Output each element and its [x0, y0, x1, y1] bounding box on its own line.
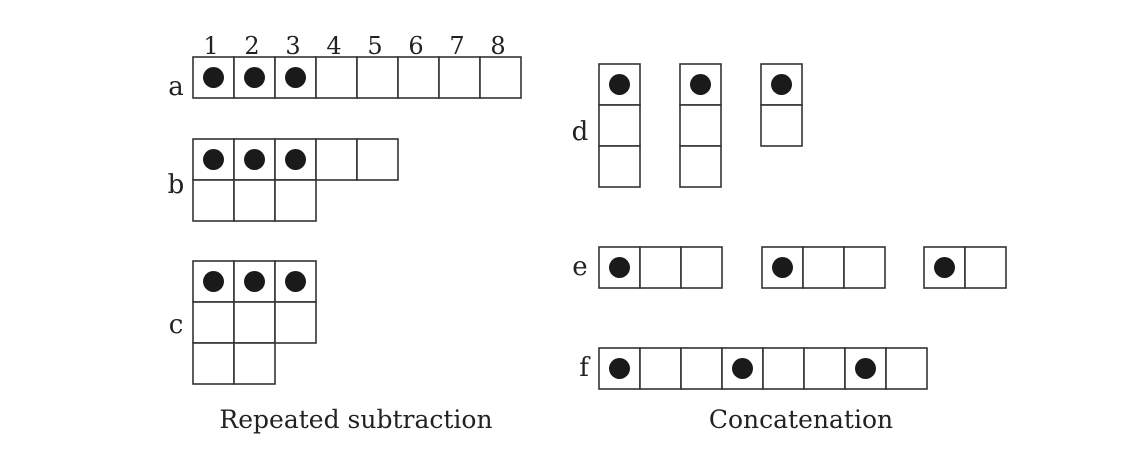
- column-number-6: 6: [408, 32, 424, 60]
- grid-e-group2-2-cell: [802, 246, 845, 289]
- column-number-8: 8: [490, 32, 506, 60]
- row-label-d: d: [571, 117, 589, 147]
- grid-e-group2-3-cell: [843, 246, 886, 289]
- grid-e-group1-1-dot: [609, 257, 630, 278]
- grid-d-strip1-2-cell: [598, 104, 641, 147]
- grid-f-2-cell: [639, 347, 682, 390]
- grid-b-top-1-dot: [203, 149, 224, 170]
- grid-a-4-cell: [315, 56, 358, 99]
- grid-d-strip2-2-cell: [679, 104, 722, 147]
- grid-a-1-dot: [203, 67, 224, 88]
- grid-c-middle-2-cell: [233, 301, 276, 344]
- grid-a-6-cell: [397, 56, 440, 99]
- grid-c-top-1-dot: [203, 271, 224, 292]
- grid-a-5-cell: [356, 56, 399, 99]
- grid-d-strip1-3-cell: [598, 145, 641, 188]
- grid-e-group3-2-cell: [964, 246, 1007, 289]
- grid-b-bottom-3-cell: [274, 179, 317, 222]
- column-number-5: 5: [367, 32, 383, 60]
- column-number-1: 1: [203, 32, 219, 60]
- grid-a-2-dot: [244, 67, 265, 88]
- grid-e-group1-2-cell: [639, 246, 682, 289]
- row-label-a: a: [168, 72, 184, 102]
- grid-e-group3-1-dot: [934, 257, 955, 278]
- grid-b-bottom-1-cell: [192, 179, 235, 222]
- column-number-2: 2: [244, 32, 260, 60]
- grid-e-group1-3-cell: [680, 246, 723, 289]
- column-number-3: 3: [285, 32, 301, 60]
- grid-a-3-dot: [285, 67, 306, 88]
- grid-c-bottom-2-cell: [233, 342, 276, 385]
- grid-d-strip1-1-dot: [609, 74, 630, 95]
- grid-b-top-2-dot: [244, 149, 265, 170]
- grid-c-top-3-dot: [285, 271, 306, 292]
- grid-d-strip2-3-cell: [679, 145, 722, 188]
- grid-c-top-2-dot: [244, 271, 265, 292]
- grid-f-5-cell: [762, 347, 805, 390]
- caption-repeated-subtraction: Repeated subtraction: [219, 405, 493, 434]
- row-label-f: f: [579, 353, 589, 383]
- grid-d-strip2-1-dot: [690, 74, 711, 95]
- grid-f-3-cell: [680, 347, 723, 390]
- row-label-b: b: [167, 170, 185, 200]
- grid-f-1-dot: [609, 358, 630, 379]
- grid-b-bottom-2-cell: [233, 179, 276, 222]
- grid-a-8-cell: [479, 56, 522, 99]
- grid-c-middle-1-cell: [192, 301, 235, 344]
- grid-b-top-3-dot: [285, 149, 306, 170]
- grid-b-top-4-cell: [315, 138, 358, 181]
- caption-concatenation: Concatenation: [708, 405, 894, 434]
- column-number-7: 7: [449, 32, 465, 60]
- grid-f-6-cell: [803, 347, 846, 390]
- row-label-e: e: [572, 252, 588, 282]
- grid-a-7-cell: [438, 56, 481, 99]
- grid-f-4-dot: [732, 358, 753, 379]
- grid-c-middle-3-cell: [274, 301, 317, 344]
- grid-b-top-5-cell: [356, 138, 399, 181]
- grid-e-group2-1-dot: [772, 257, 793, 278]
- grid-d-strip3-1-dot: [771, 74, 792, 95]
- column-number-4: 4: [326, 32, 342, 60]
- grid-c-bottom-1-cell: [192, 342, 235, 385]
- row-label-c: c: [168, 310, 184, 340]
- grid-f-8-cell: [885, 347, 928, 390]
- grid-d-strip3-2-cell: [760, 104, 803, 147]
- grid-f-7-dot: [855, 358, 876, 379]
